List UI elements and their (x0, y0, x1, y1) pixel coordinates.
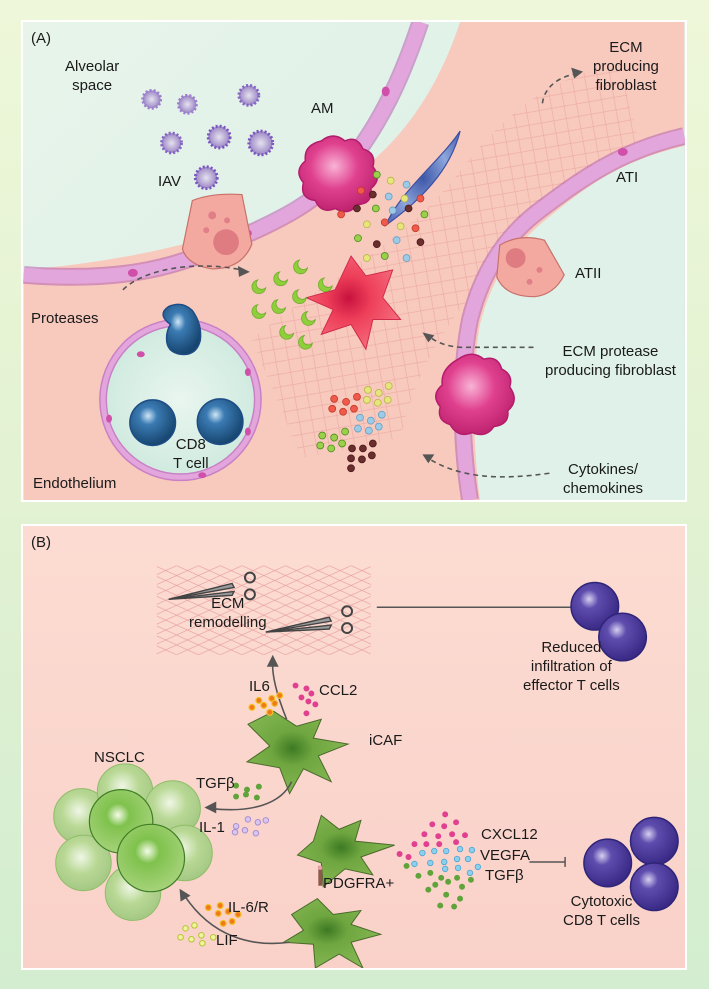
cytotoxic-t-cell (629, 816, 679, 866)
label-line: producing fibroblast (545, 362, 676, 379)
label-endothelium: Endothelium (33, 475, 117, 492)
label-iav: IAV (158, 173, 182, 190)
label-il6: IL6 (249, 678, 270, 695)
cytokine-cluster-lower (316, 382, 393, 473)
label-lif: LIF (216, 932, 238, 949)
label-cytokines-chemokines: Cytokines/ chemokines (563, 460, 643, 498)
label-vegfa: VEGFA (480, 847, 531, 864)
cytotoxic-t-cell (583, 838, 633, 888)
cd8-t-cell (196, 398, 244, 446)
extravasating-t-cell (162, 303, 202, 356)
label-icaf: iCAF (369, 732, 403, 749)
label-nsclc: NSCLC (94, 749, 145, 766)
pdgfra-receptor (318, 865, 323, 886)
ecm-fibers (251, 61, 639, 459)
alveolar-macrophage-right (435, 353, 515, 436)
label-line: Cytotoxic (570, 893, 633, 910)
label-ecm-remodelling: ECM remodelling (189, 594, 267, 632)
label-line: CD8 T cells (563, 912, 640, 929)
cd8-t-cell (129, 399, 177, 447)
label-line: ECM (211, 595, 245, 612)
arrowheads (237, 67, 584, 464)
panel-a: (A) Alveolar space AM IAV ECM producing … (21, 20, 687, 502)
atii-cell-right (496, 237, 565, 298)
label-line: Cytokines/ (568, 461, 639, 478)
label-tgfb-icaf: TGFβ (196, 775, 235, 792)
nsclc-tumor (53, 763, 213, 921)
label-il6r: IL-6/R (228, 899, 269, 916)
label-am: AM (311, 100, 334, 117)
label-line: ECM (609, 39, 643, 56)
label-ati: ATI (616, 169, 639, 186)
label-il1: IL-1 (199, 819, 225, 836)
label-cytotoxic-cd8: Cytotoxic CD8 T cells (563, 892, 640, 930)
panel-a-tag: (A) (31, 30, 51, 47)
label-line: Alveolar (65, 58, 120, 75)
scissors-icon (168, 571, 256, 601)
dashed-arrows (122, 72, 578, 478)
label-line: infiltration of (530, 658, 612, 675)
il6-dots (248, 691, 284, 716)
effector-t-cell (598, 612, 648, 662)
tgfb-dots-pdgfra (403, 862, 474, 910)
label-ecm-producing-fibroblast: ECM producing fibroblast (593, 38, 659, 95)
atii-cell-left (181, 193, 253, 270)
label-line: ECM protease (562, 343, 659, 360)
panel-b-tag: (B) (31, 534, 51, 551)
cytotoxic-t-cell (629, 862, 679, 912)
panel-b-illustration (53, 565, 679, 968)
label-reduced-infiltration: Reduced infiltration of effector T cells (523, 638, 620, 695)
label-line: effector T cells (523, 677, 620, 694)
label-tgfb-pdgfra: TGFβ (485, 867, 524, 884)
label-line: chemokines (563, 480, 644, 497)
cxcl12-dots (396, 811, 468, 860)
label-line: producing (593, 58, 659, 75)
label-ecm-protease-fibroblast: ECM protease producing fibroblast (545, 342, 676, 380)
ccl2-dots (292, 682, 319, 717)
label-line: remodelling (189, 614, 267, 631)
label-line: Reduced (541, 639, 602, 656)
lif-dots (177, 922, 217, 947)
caf-cell-bottom (282, 898, 383, 968)
label-line: CD8 (175, 436, 206, 453)
panel-a-illustration (23, 22, 685, 500)
label-pdgfra: PDGFRA+ (323, 875, 395, 892)
icaf-cell (245, 710, 350, 795)
label-ccl2: CCL2 (319, 682, 358, 699)
scissors-icon (265, 605, 354, 635)
panel-b: (B) ECM remodelling Reduced infiltration… (21, 524, 687, 970)
il1-dots (231, 816, 270, 837)
tgfb-dots-icaf (233, 782, 262, 801)
label-atii: ATII (575, 265, 602, 282)
vegfa-dots (411, 845, 482, 877)
label-line: T cell (173, 455, 209, 472)
blood-vessel (99, 303, 262, 482)
label-line: fibroblast (595, 77, 657, 94)
il6r-dots (204, 901, 242, 927)
label-cd8-t-cell: CD8 T cell (173, 435, 209, 473)
protease-crescents (251, 259, 333, 350)
label-alveolar-space: Alveolar space (65, 57, 119, 95)
label-proteases: Proteases (31, 310, 99, 327)
cytokine-cluster-upper (337, 170, 429, 262)
iav-virus-cluster (141, 83, 275, 191)
ecm-mesh (156, 565, 371, 655)
label-cxcl12: CXCL12 (481, 826, 538, 843)
effector-t-cell (570, 581, 620, 631)
label-line: space (72, 77, 113, 94)
